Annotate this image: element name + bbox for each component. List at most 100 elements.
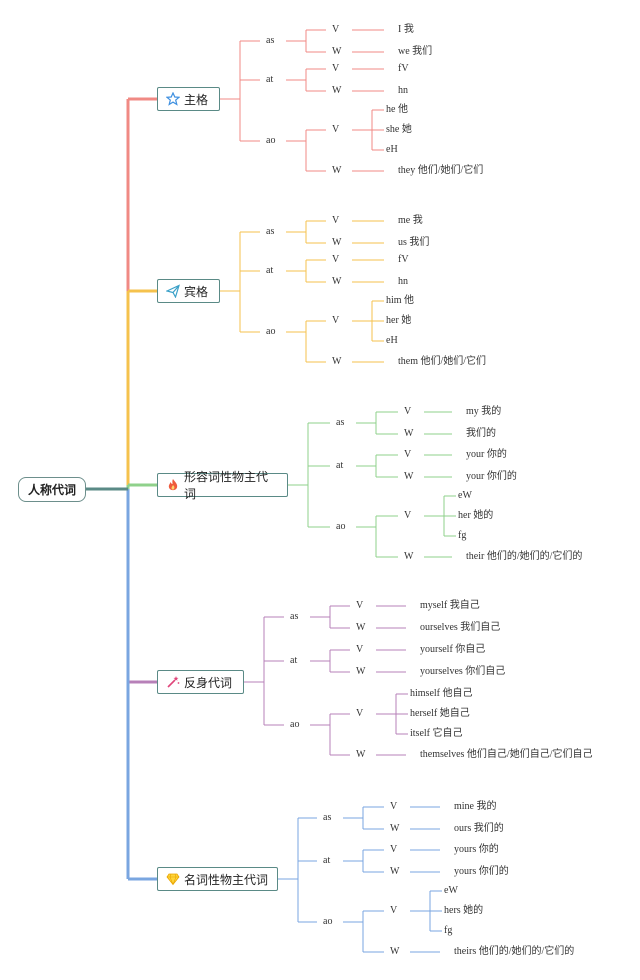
leaf-text[interactable]: itself 它自己 [410,728,463,739]
key-W[interactable]: W [390,866,400,877]
key-W[interactable]: W [390,823,400,834]
key-V[interactable]: V [390,905,398,916]
leaf-text[interactable]: eH [386,335,398,346]
leaf-text[interactable]: yours 你们的 [454,866,509,877]
leaf-text[interactable]: fV [398,254,409,265]
leaf-text[interactable]: herself 她自己 [410,708,470,719]
key-W[interactable]: W [356,666,366,677]
group-at[interactable]: at [290,655,298,666]
root-node[interactable]: 人称代词 [18,477,86,502]
leaf-text[interactable]: eW [444,885,458,896]
branch-label: 反身代词 [184,675,233,690]
leaf-text[interactable]: she 她 [386,124,412,135]
key-W[interactable]: W [404,428,414,439]
leaf-text[interactable]: hn [398,276,408,287]
key-V[interactable]: V [332,124,340,135]
key-V[interactable]: V [332,215,340,226]
key-W[interactable]: W [356,749,366,760]
leaf-text[interactable]: fV [398,63,409,74]
leaf-text[interactable]: themselves 他们自己/她们自己/它们自己 [420,749,593,760]
leaf-text[interactable]: my 我的 [466,406,502,417]
key-W[interactable]: W [332,237,342,248]
leaf-text[interactable]: we 我们 [398,46,433,57]
paper-plane-icon [166,284,180,298]
branch-label: 名词性物主代词 [184,872,269,887]
leaf-text[interactable]: mine 我的 [454,801,497,812]
key-V[interactable]: V [404,406,412,417]
leaf-text[interactable]: your 你的 [466,449,507,460]
group-as[interactable]: as [336,417,345,428]
leaf-text[interactable]: hn [398,85,408,96]
leaf-text[interactable]: 我们的 [466,428,496,439]
group-at[interactable]: at [336,460,344,471]
leaf-text[interactable]: yours 你的 [454,844,499,855]
key-V[interactable]: V [390,801,398,812]
star-icon [166,92,180,106]
leaf-text[interactable]: hers 她的 [444,905,484,916]
key-V[interactable]: V [356,644,364,655]
leaf-text[interactable]: yourself 你自己 [420,644,486,655]
key-V[interactable]: V [404,449,412,460]
leaf-text[interactable]: me 我 [398,215,423,226]
diamond-icon [166,872,180,886]
leaf-text[interactable]: them 他们/她们/它们 [398,356,487,367]
leaf-text[interactable]: fg [458,530,467,541]
key-W[interactable]: W [332,85,342,96]
key-V[interactable]: V [390,844,398,855]
leaf-text[interactable]: theirs 他们的/她们的/它们的 [454,946,575,957]
leaf-text[interactable]: ours 我们的 [454,823,504,834]
key-W[interactable]: W [332,276,342,287]
branch-label: 主格 [184,92,209,107]
branch-0[interactable]: 主格 [157,87,220,111]
key-V[interactable]: V [356,708,364,719]
leaf-text[interactable]: I 我 [398,24,414,35]
leaf-text[interactable]: her 她 [386,315,412,326]
key-W[interactable]: W [356,622,366,633]
group-at[interactable]: at [323,855,331,866]
key-V[interactable]: V [356,600,364,611]
key-V[interactable]: V [332,63,340,74]
branch-label: 宾格 [184,284,209,299]
key-W[interactable]: W [404,551,414,562]
leaf-text[interactable]: him 他 [386,295,415,306]
key-V[interactable]: V [332,24,340,35]
key-V[interactable]: V [404,510,412,521]
group-ao[interactable]: ao [266,135,276,146]
branch-4[interactable]: 名词性物主代词 [157,867,278,891]
leaf-text[interactable]: eW [458,490,472,501]
group-at[interactable]: at [266,74,274,85]
branch-1[interactable]: 宾格 [157,279,220,303]
key-W[interactable]: W [332,165,342,176]
flame-icon [166,478,180,492]
branch-2[interactable]: 形容词性物主代词 [157,470,288,501]
group-as[interactable]: as [266,35,275,46]
key-W[interactable]: W [332,46,342,57]
leaf-text[interactable]: her 她的 [458,510,494,521]
group-as[interactable]: as [323,812,332,823]
magic-wand-icon [166,675,180,689]
leaf-text[interactable]: he 他 [386,104,408,115]
leaf-text[interactable]: they 他们/她们/它们 [398,165,484,176]
group-ao[interactable]: ao [266,326,276,337]
leaf-text[interactable]: us 我们 [398,237,430,248]
group-ao[interactable]: ao [290,719,300,730]
leaf-text[interactable]: myself 我自己 [420,600,480,611]
leaf-text[interactable]: ourselves 我们自己 [420,622,501,633]
group-as[interactable]: as [290,611,299,622]
group-at[interactable]: at [266,265,274,276]
leaf-text[interactable]: their 他们的/她们的/它们的 [466,551,583,562]
leaf-text[interactable]: your 你们的 [466,471,517,482]
key-W[interactable]: W [332,356,342,367]
group-ao[interactable]: ao [336,521,346,532]
leaf-text[interactable]: fg [444,925,453,936]
key-W[interactable]: W [404,471,414,482]
key-W[interactable]: W [390,946,400,957]
branch-3[interactable]: 反身代词 [157,670,244,694]
key-V[interactable]: V [332,315,340,326]
leaf-text[interactable]: eH [386,144,398,155]
group-ao[interactable]: ao [323,916,333,927]
leaf-text[interactable]: yourselves 你们自己 [420,666,506,677]
key-V[interactable]: V [332,254,340,265]
leaf-text[interactable]: himself 他自己 [410,688,473,699]
group-as[interactable]: as [266,226,275,237]
